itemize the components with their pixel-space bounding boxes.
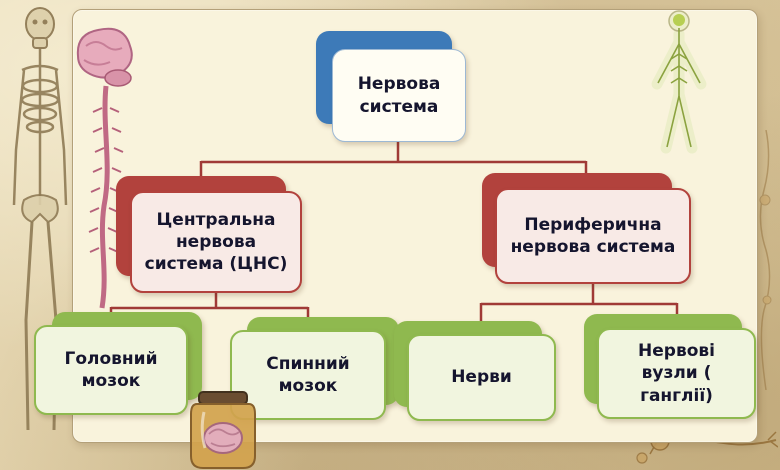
node-face: Центральна нервова система (ЦНС)	[130, 191, 302, 293]
node-label: Нерви	[451, 367, 512, 388]
node-central-nervous-system[interactable]: Центральна нервова система (ЦНС)	[116, 176, 311, 301]
node-label: Центральна нервова система (ЦНС)	[144, 209, 288, 275]
node-face: Периферична нервова система	[495, 188, 691, 284]
node-face: Спинний мозок	[230, 330, 386, 420]
node-label: Периферична нервова система	[510, 214, 676, 257]
node-nervous-system[interactable]: Нервова система	[316, 31, 476, 151]
node-face: Головний мозок	[34, 325, 188, 415]
node-ganglia[interactable]: Нервові вузли ( ганглії)	[584, 314, 759, 424]
node-peripheral-nervous-system[interactable]: Периферична нервова система	[482, 173, 697, 293]
node-brain[interactable]: Головний мозок	[34, 312, 206, 420]
node-label: Спинний мозок	[266, 353, 350, 396]
node-nerves[interactable]: Нерви	[394, 321, 559, 426]
node-face: Нерви	[407, 334, 556, 421]
node-label: Головний мозок	[64, 348, 158, 391]
node-spinal-cord[interactable]: Спинний мозок	[230, 317, 404, 425]
node-label: Нервова система	[357, 74, 441, 117]
node-label: Нервові вузли ( ганглії)	[638, 341, 715, 406]
node-face: Нервові вузли ( ганглії)	[597, 328, 756, 419]
node-face: Нервова система	[332, 49, 466, 142]
